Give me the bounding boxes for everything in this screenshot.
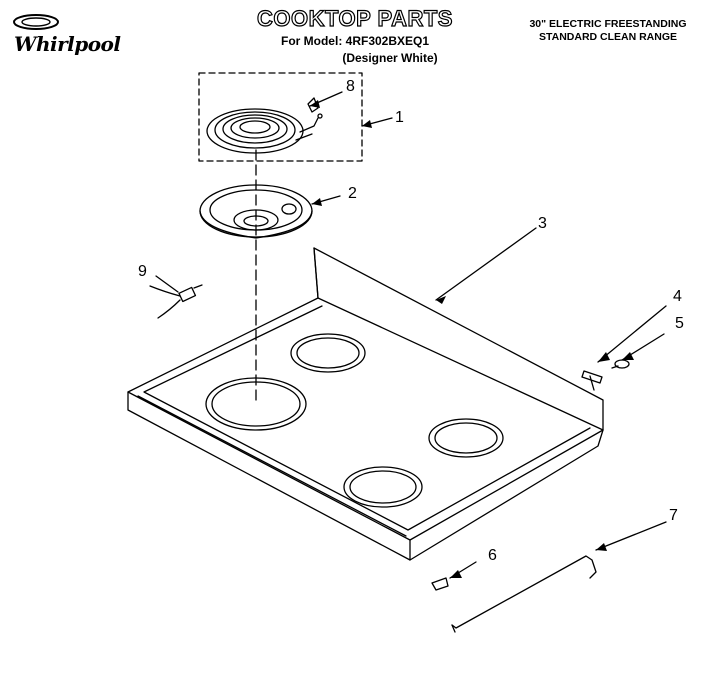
brand-logo: Whirlpool <box>10 10 130 58</box>
range-line-1: 30" ELECTRIC FREESTANDING <box>529 18 687 30</box>
terminal-block <box>149 284 203 319</box>
model-number: For Model: 4RF302BXEQ1 <box>280 34 430 48</box>
range-line-2: STANDARD CLEAN RANGE <box>538 31 678 43</box>
element-kit-box <box>198 72 363 162</box>
main-top-panel <box>127 247 604 561</box>
callout-6: 6 <box>488 547 497 564</box>
callout-1: 1 <box>395 109 404 126</box>
callout-5: 5 <box>675 315 684 332</box>
range-description: 30" ELECTRIC FREESTANDING STANDARD CLEAN… <box>500 18 716 44</box>
callout-3: 3 <box>538 215 547 232</box>
page-title: COOKTOP PARTS <box>256 5 453 31</box>
callout-8: 8 <box>346 78 355 95</box>
retaining-clip <box>431 577 449 591</box>
brand-name: Whirlpool <box>14 32 121 56</box>
leader-lines <box>155 91 667 579</box>
hinge-bracket <box>581 370 603 391</box>
drip-bowl <box>199 184 313 239</box>
logo-swoosh-icon <box>13 14 59 30</box>
callout-2: 2 <box>348 185 357 202</box>
support-rod <box>451 555 597 633</box>
callout-9: 9 <box>138 263 147 280</box>
leader-arrowheads <box>310 100 634 578</box>
burner-openings <box>205 333 504 508</box>
callout-4: 4 <box>673 288 682 305</box>
surface-element-coil <box>206 97 323 154</box>
callout-7: 7 <box>669 507 678 524</box>
screw <box>611 359 630 369</box>
model-variant: (Designer White) <box>342 51 438 65</box>
